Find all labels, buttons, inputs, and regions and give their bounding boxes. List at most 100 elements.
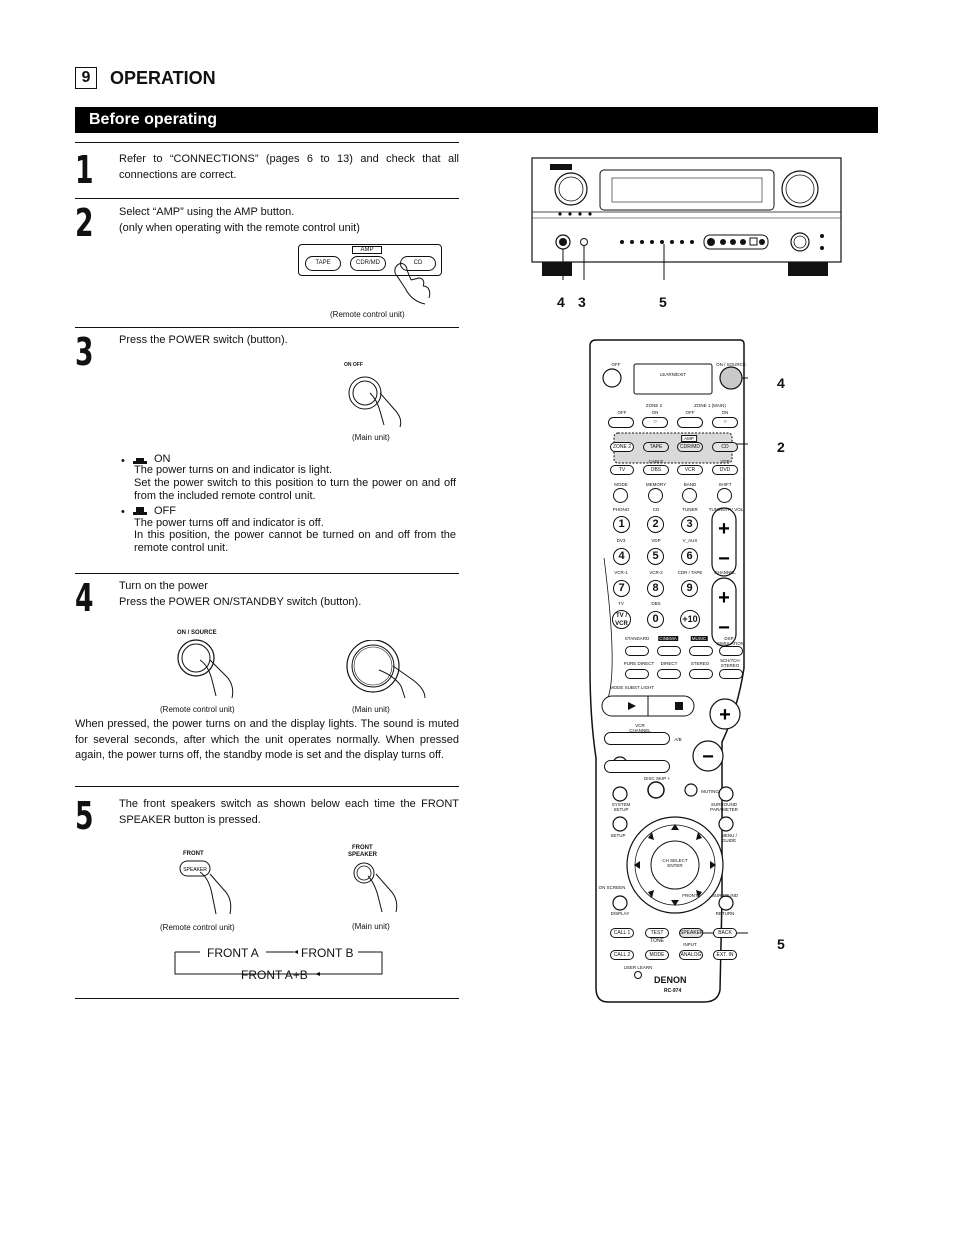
- divider: [75, 142, 459, 143]
- number-5-button[interactable]: 5: [647, 548, 664, 565]
- callout-number: 4: [557, 294, 565, 310]
- stereo-button[interactable]: [689, 669, 713, 679]
- front-a-label: FRONT A: [207, 946, 259, 960]
- remote-label: INPUT: [683, 942, 697, 947]
- remote-tape-button[interactable]: TAPE: [643, 442, 669, 452]
- tv-vcr-button[interactable]: TV / VCR: [612, 610, 631, 629]
- number-6-button[interactable]: 6: [681, 548, 698, 565]
- remote-cdr-md-button[interactable]: CDR/MD: [677, 442, 703, 452]
- step-text: Refer to “CONNECTIONS” (pages 6 to 13) a…: [119, 153, 459, 181]
- remote-label: ZONE 2: [645, 403, 663, 408]
- music-button[interactable]: [689, 646, 713, 656]
- number-4-button[interactable]: 4: [613, 548, 630, 565]
- on-detail: Set the power switch to this position to…: [134, 477, 456, 502]
- zone2-off-button[interactable]: [608, 417, 634, 428]
- remote-label: DIRECT: [660, 661, 678, 666]
- off-description: The power turns off and indicator is off…: [134, 517, 324, 529]
- step-number: 2: [75, 201, 94, 245]
- dsp-simulation-button[interactable]: [719, 646, 743, 656]
- vcr-button[interactable]: VCR: [677, 465, 703, 475]
- remote-brand-logo: DENON: [654, 975, 687, 985]
- off-label: OFF: [154, 505, 176, 517]
- remote-label: OFF: [685, 410, 695, 415]
- number-9-button[interactable]: 9: [681, 580, 698, 597]
- divider: [75, 786, 459, 787]
- remote-label: CABLE: [648, 459, 664, 464]
- remote-label: SYSTEM SETUP: [611, 802, 631, 812]
- number-3-button[interactable]: 3: [681, 516, 698, 533]
- number-8-button[interactable]: 8: [647, 580, 664, 597]
- number-0-button[interactable]: 0: [647, 611, 664, 628]
- call1-button[interactable]: CALL 1: [610, 928, 634, 938]
- zone1-on-button[interactable]: ○: [712, 417, 738, 428]
- switch-on-icon: [133, 458, 147, 464]
- input-mode-button[interactable]: MODE: [645, 950, 669, 960]
- caption: (Remote control unit): [160, 923, 235, 932]
- dvd-button[interactable]: DVD: [712, 465, 738, 475]
- svg-text:+: +: [718, 518, 730, 540]
- cinema-button[interactable]: [657, 646, 681, 656]
- remote-cd-button[interactable]: CD: [712, 442, 738, 452]
- main-speaker-label: SPEAKER: [348, 852, 378, 858]
- front-speaker-button[interactable]: SPEAKER: [679, 928, 704, 938]
- tv-button[interactable]: TV: [610, 465, 634, 475]
- remote-label: VCR-2: [649, 570, 663, 575]
- remote-label: DISPLAY: [610, 911, 630, 916]
- skip-button-pair[interactable]: [604, 732, 670, 745]
- call2-button[interactable]: CALL 2: [610, 950, 634, 960]
- remote-label: STANDARD: [624, 636, 650, 641]
- test-tone-button[interactable]: TEST TONE: [645, 928, 669, 944]
- remote-label: PHONO: [612, 507, 630, 512]
- zone1-off-button[interactable]: [677, 417, 703, 428]
- caption: (Remote control unit): [160, 705, 235, 714]
- chapter-number: 9: [75, 67, 97, 89]
- memory-button[interactable]: [648, 488, 663, 503]
- remote-label: RETURN: [715, 911, 735, 916]
- number-2-button[interactable]: 2: [647, 516, 664, 533]
- divider: [75, 573, 459, 574]
- remote-label: SURROUND PARAMETER: [710, 802, 738, 812]
- tape-button[interactable]: TAPE: [305, 256, 341, 271]
- remote-label: DISC SKIP +: [643, 776, 671, 781]
- remote-label: SURROUND: [711, 893, 739, 898]
- number-7-button[interactable]: 7: [613, 580, 630, 597]
- remote-label: 5CH/7CH STEREO: [720, 658, 740, 668]
- caption: (Main unit): [352, 433, 390, 442]
- analog-button[interactable]: ANALOG: [679, 950, 703, 960]
- main-power-button-icon: [346, 640, 426, 699]
- dbs-button[interactable]: DBS: [643, 465, 669, 475]
- remote-label: ON: [721, 410, 729, 415]
- remote-label: DBS: [651, 601, 661, 606]
- mode-button[interactable]: [613, 488, 628, 503]
- direct-button[interactable]: [657, 669, 681, 679]
- search-button-pair[interactable]: [604, 760, 670, 773]
- callout-number: 2: [777, 439, 785, 455]
- switch-off-icon: [133, 507, 147, 515]
- back-button[interactable]: BACK: [713, 928, 737, 938]
- callout-number: 3: [578, 294, 586, 310]
- remote-label: CD: [652, 507, 660, 512]
- amp-label: AMP: [681, 435, 697, 442]
- on-source-button-icon: [177, 639, 234, 699]
- remote-label: MENU / GUIDE: [721, 833, 737, 843]
- cdr-md-button[interactable]: CDR/MD: [350, 256, 386, 271]
- number-1-button[interactable]: 1: [613, 516, 630, 533]
- 5ch-7ch-stereo-button[interactable]: [719, 669, 743, 679]
- remote-label: OFF: [611, 362, 621, 367]
- step-number: 4: [75, 576, 94, 620]
- power-switch-icon: [348, 376, 402, 428]
- zone2-on-button[interactable]: ○: [642, 417, 668, 428]
- remote-label: DV3: [616, 538, 626, 543]
- plus-10-button[interactable]: +10: [680, 610, 700, 629]
- band-button[interactable]: [682, 488, 697, 503]
- remote-label: TV: [618, 601, 624, 606]
- remote-label: TUNER: [682, 507, 698, 512]
- pure-direct-button[interactable]: [625, 669, 649, 679]
- step-number: 3: [75, 330, 94, 374]
- shift-button[interactable]: [717, 488, 732, 503]
- standard-button[interactable]: [625, 646, 649, 656]
- zone2-button[interactable]: ZONE 2: [610, 442, 634, 452]
- ch-select-enter-button[interactable]: CH SELECT ENTER: [662, 858, 688, 868]
- off-detail: In this position, the power cannot be tu…: [134, 529, 456, 554]
- ext-in-button[interactable]: EXT. IN: [713, 950, 737, 960]
